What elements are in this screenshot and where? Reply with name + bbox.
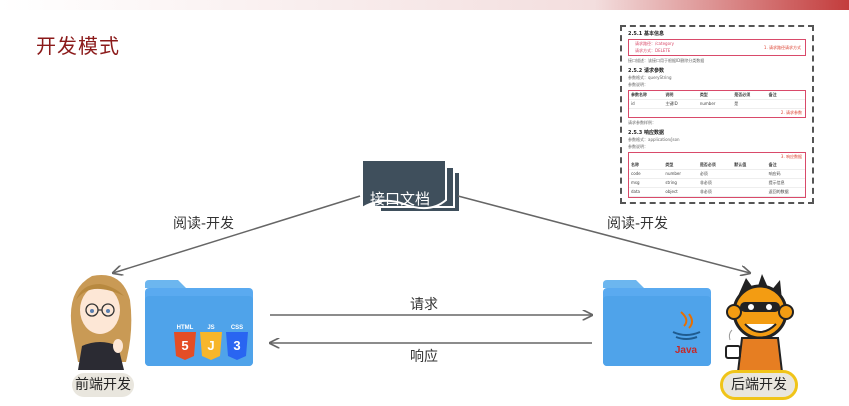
frontend-folder-icon: 5 HTML J JS 3 CSS [145, 280, 253, 366]
cell [734, 171, 768, 177]
css3-badge-icon: 3 CSS [226, 325, 248, 360]
frontend-developer-avatar [70, 275, 132, 370]
table-row: msg string 非必须 提示信息 [629, 179, 805, 188]
css-badge-text: CSS [231, 325, 243, 331]
doc-sec3-format: 参数格式：application/json [628, 137, 680, 142]
cell: number [699, 101, 716, 106]
cell: 是 [734, 101, 739, 106]
html5-badge-icon: 5 HTML [174, 325, 196, 360]
doc-sec1-method: 请求方式：DELETE [635, 48, 671, 53]
request-label: 请求 [410, 297, 438, 313]
top-accent-bar [0, 0, 849, 10]
doc-sec2-hint: 2. 请求参数 [780, 110, 802, 115]
java-logo-icon: Java [672, 311, 701, 356]
cell: 返回的数据 [768, 189, 789, 194]
doc-sec1-heading: 2.5.1 基本信息 [628, 31, 664, 37]
cell: 主键ID [665, 101, 678, 106]
cell: data [631, 189, 641, 194]
doc-sec2-heading: 2.5.2 请求参数 [628, 68, 664, 74]
table-row: data object 非必须 返回的数据 [629, 188, 805, 197]
cell: 非必须 [699, 189, 712, 194]
doc-sec3-table: 3. 响应数据 名称 类型 是否必须 默认值 备注 code number 必须… [628, 152, 806, 198]
svg-text:5: 5 [181, 338, 188, 353]
doc-sec2-example: 请求参数样例： [628, 120, 656, 125]
doc-sec3-header-row: 名称 类型 是否必须 默认值 备注 [629, 161, 805, 170]
js-badge-text: JS [207, 325, 214, 331]
cell: 必须 [699, 171, 708, 176]
svg-text:J: J [207, 338, 214, 353]
response-label: 响应 [410, 349, 438, 365]
java-badge-text: Java [675, 345, 698, 356]
backend-developer-avatar [725, 274, 794, 373]
doc-sec2-table: 参数名称 说明 类型 是否必须 备注 id 主键ID number 是 2. 请… [628, 90, 806, 118]
api-doc-thumbnail: 2.5.1 基本信息 请求路径：/category 请求方式：DELETE 1.… [620, 25, 814, 204]
doc-sec1-hint: 1. 请求路径请求方式 [763, 44, 801, 50]
cell [734, 180, 768, 186]
doc-sec1-path: 请求路径：/category [635, 41, 675, 46]
arrow-to-frontend [113, 195, 361, 273]
cell [769, 101, 803, 107]
doc-sec3-desc: 参数说明： [628, 144, 648, 149]
api-doc-label: 接口文档 [370, 190, 431, 208]
doc-sec3-col: 备注 [768, 162, 777, 167]
table-row: code number 必须 响应码 [629, 170, 805, 179]
doc-sec2-col: 备注 [768, 92, 777, 97]
backend-dev-pill: 后端开发 [720, 370, 798, 400]
doc-sec3-col: 是否必须 [699, 162, 716, 167]
doc-sec2-format: 参数格式：queryString [628, 75, 672, 80]
cell: 提示信息 [768, 180, 785, 185]
doc-sec2-col: 是否必须 [734, 92, 751, 97]
cell: string [665, 180, 677, 185]
backend-folder-icon: Java [603, 280, 711, 366]
cell: code [631, 171, 641, 176]
doc-sec2-desc: 参数说明： [628, 82, 648, 87]
js-badge-icon: J JS [200, 325, 222, 360]
doc-sec3-col: 默认值 [734, 162, 747, 167]
table-row: id 主键ID number 是 [629, 100, 805, 109]
api-doc-stack-icon [361, 159, 461, 213]
frontend-dev-pill: 前端开发 [72, 373, 134, 397]
doc-sec1-box: 请求路径：/category 请求方式：DELETE 1. 请求路径请求方式 [628, 39, 806, 56]
doc-sec3-col: 名称 [631, 162, 639, 167]
arrow-to-backend [457, 195, 750, 273]
doc-sec2-header-row: 参数名称 说明 类型 是否必须 备注 [629, 91, 805, 100]
doc-sec1-desc: 接口描述：该接口用于根据ID删除分类数据 [628, 58, 705, 63]
cell: object [665, 189, 678, 194]
doc-sec3-heading: 2.5.3 响应数据 [628, 130, 664, 136]
cell [734, 189, 768, 195]
html-badge-text: HTML [177, 325, 194, 331]
page-title: 开发模式 [36, 34, 120, 58]
svg-text:3: 3 [233, 338, 240, 353]
cell: msg [631, 180, 640, 185]
cell: 响应码 [768, 171, 781, 176]
cell: 非必须 [699, 180, 712, 185]
cell: id [631, 101, 635, 106]
cell: number [665, 171, 682, 176]
doc-sec3-hint: 3. 响应数据 [780, 154, 802, 159]
read-develop-label-left: 阅读-开发 [173, 216, 235, 232]
doc-sec2-col: 说明 [665, 92, 674, 97]
doc-sec3-col: 类型 [665, 162, 674, 167]
doc-sec2-col: 类型 [699, 92, 708, 97]
doc-sec2-col: 参数名称 [631, 92, 647, 97]
read-develop-label-right: 阅读-开发 [607, 216, 669, 232]
